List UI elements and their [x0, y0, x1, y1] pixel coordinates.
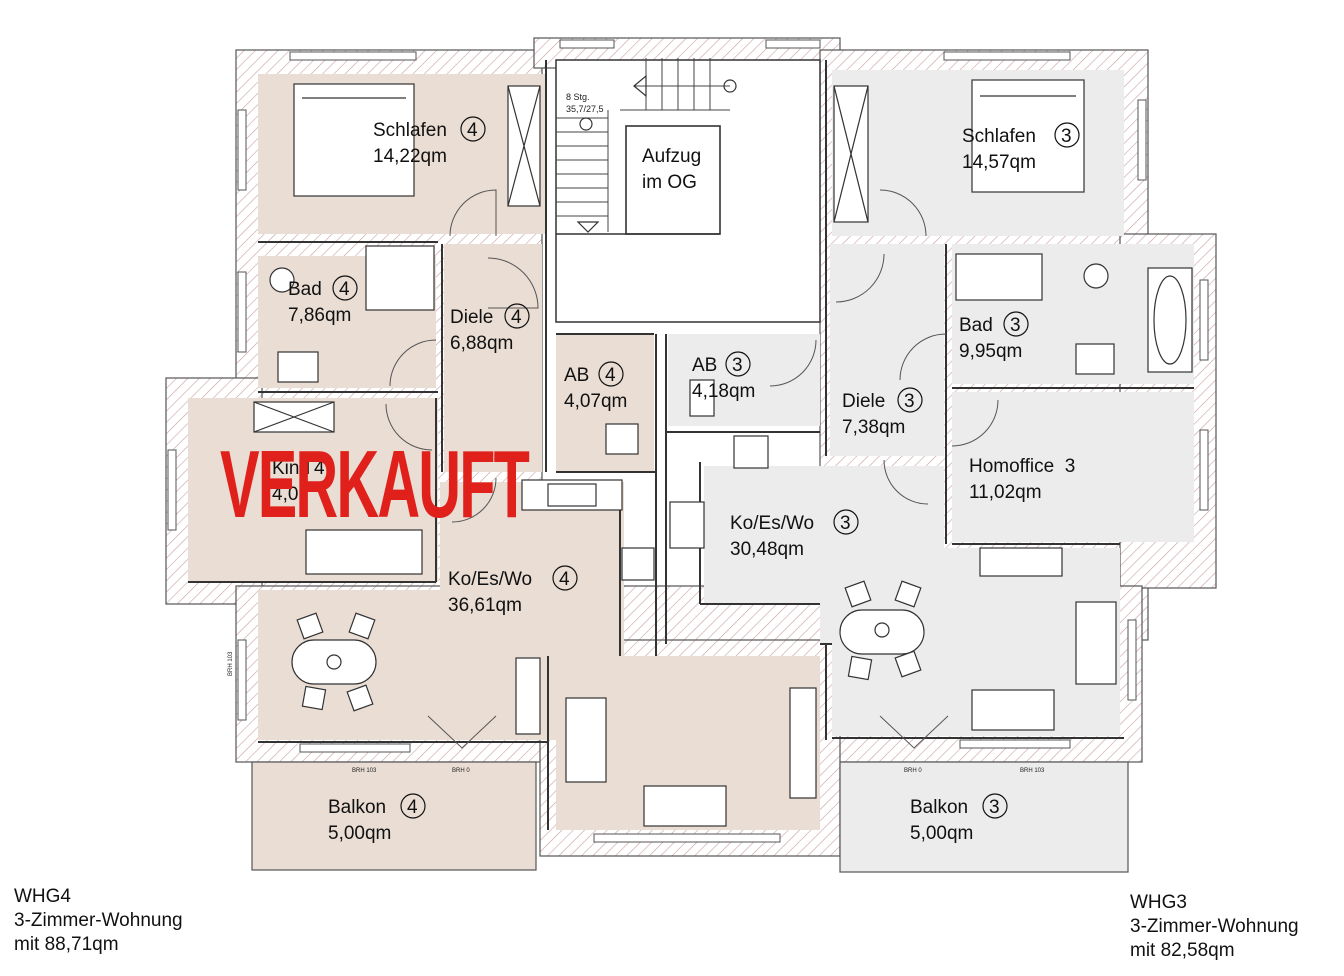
room-schlafen-3-area: 14,57qm: [962, 152, 1036, 173]
room-schlafen-4-unit: 4: [467, 120, 478, 141]
whg4-id: WHG4: [14, 886, 71, 907]
room-bad-3-unit: 3: [1010, 315, 1021, 336]
room-diele-3: [830, 244, 944, 456]
stairs-dimensions: 35,7/27,5: [566, 104, 604, 114]
room-diele-4: [444, 244, 542, 472]
whg4-area: mit 88,71qm: [14, 934, 119, 955]
bed-kind-whg4: [305, 529, 423, 575]
bed-whg3: [971, 79, 1085, 193]
elevator-label-floor: im OG: [642, 172, 697, 193]
room-diele-3-name: Diele: [842, 391, 885, 412]
room-ab-3-unit: 3: [732, 355, 743, 376]
unit-circles: [332, 116, 1080, 819]
elevator-label: Aufzug: [642, 146, 701, 167]
sill-annotations: BRH 103 BRH 103 BRH 0 BRH 0 BRH 103: [228, 651, 1045, 774]
room-kowo-4-name: Ko/Es/Wo: [448, 569, 532, 590]
room-diele-4-area: 6,88qm: [450, 333, 513, 354]
stairs-count: 8 Stg.: [566, 92, 590, 102]
brh-side-label: BRH 103: [228, 651, 234, 676]
room-balkon-3-name: Balkon: [910, 797, 968, 818]
room-kind-4-name: Kind: [272, 458, 310, 479]
room-kowo-3-area: 30,48qm: [730, 539, 804, 560]
sold-stamp: VERKAUFT: [220, 431, 529, 538]
room-balkon-3-area: 5,00qm: [910, 823, 973, 844]
room-kowo-3-name: Ko/Es/Wo: [730, 513, 814, 534]
room-bad-4-name: Bad: [288, 279, 322, 300]
room-bad-4-area: 7,86qm: [288, 305, 351, 326]
room-ab-3-name: AB: [692, 355, 717, 376]
stove-whg3: [733, 435, 769, 469]
room-schlafen-4-area: 14,22qm: [373, 146, 447, 167]
room-homeoffice-3-name: Homoffice 3: [969, 456, 1075, 477]
room-balkon-4-name: Balkon: [328, 797, 386, 818]
sofa-whg4: [565, 697, 607, 783]
elevator-shaft: [625, 125, 721, 235]
room-schlafen-4-name: Schlafen: [373, 120, 447, 141]
room-ab-3-area: 4,18qm: [692, 381, 755, 402]
room-balkon-4-unit: 4: [407, 797, 418, 818]
room-balkon-4: [251, 761, 537, 871]
room-bad-3-area: 9,95qm: [959, 341, 1022, 362]
whg3-caption: WHG3 3-Zimmer-Wohnung mit 82,58qm: [1130, 891, 1299, 963]
room-kind-4-unit: 4: [314, 458, 325, 479]
whg4-type: 3-Zimmer-Wohnung: [14, 910, 183, 931]
interior-walls: [188, 60, 1194, 830]
door-swings: [385, 189, 999, 749]
brh-103-left: BRH 103: [352, 768, 377, 774]
room-balkon-3-unit: 3: [989, 797, 1000, 818]
room-bad-4-unit: 4: [339, 279, 350, 300]
room-labels: Schlafen 4 14,22qm Bad 4 7,86qm Diele 4 …: [272, 120, 1075, 844]
room-ab-4-name: AB: [564, 365, 589, 386]
brh-0-left: BRH 0: [452, 768, 470, 774]
room-balkon-4-area: 5,00qm: [328, 823, 391, 844]
room-diele-3-area: 7,38qm: [842, 417, 905, 438]
brh-103-right: BRH 103: [1020, 768, 1045, 774]
room-homeoffice-3-area: 11,02qm: [969, 482, 1042, 503]
room-ab-4-area: 4,07qm: [564, 391, 627, 412]
room-bad-3-name: Bad: [959, 315, 993, 336]
room-homeoffice-3: [952, 392, 1194, 542]
room-kowo-3-unit: 3: [840, 513, 851, 534]
brh-0-right: BRH 0: [904, 768, 922, 774]
shower-whg3: [955, 253, 1043, 301]
stair-core: 8 Stg. 35,7/27,5 Aufzug im OG: [555, 58, 821, 323]
room-schlafen-3-unit: 3: [1061, 126, 1072, 147]
room-diele-4-name: Diele: [450, 307, 493, 328]
windows: [167, 39, 1209, 843]
room-kind-4-area: 4,0: [272, 484, 298, 505]
furniture-whg3: [669, 79, 1193, 731]
sofa-whg3: [1075, 601, 1117, 685]
whg4-caption: WHG4 3-Zimmer-Wohnung mit 88,71qm: [14, 885, 183, 957]
room-balkon-3: [839, 761, 1129, 873]
room-kowo-4-unit: 4: [559, 569, 570, 590]
bed-whg4: [293, 83, 415, 197]
furniture-whg4: [253, 83, 817, 827]
armchair-whg4: [643, 785, 727, 827]
shower-whg4: [365, 245, 435, 311]
room-diele-3-unit: 3: [904, 391, 915, 412]
room-schlafen-3-name: Schlafen: [962, 126, 1036, 147]
whg3-type: 3-Zimmer-Wohnung: [1130, 916, 1299, 937]
whg3-area: mit 82,58qm: [1130, 940, 1235, 961]
room-ab-4-unit: 4: [605, 365, 616, 386]
whg3-id: WHG3: [1130, 892, 1187, 913]
armchair-whg3: [971, 689, 1055, 731]
room-kowo-4: [258, 482, 820, 830]
room-kowo-4-area: 36,61qm: [448, 595, 522, 616]
room-diele-4-unit: 4: [511, 307, 522, 328]
